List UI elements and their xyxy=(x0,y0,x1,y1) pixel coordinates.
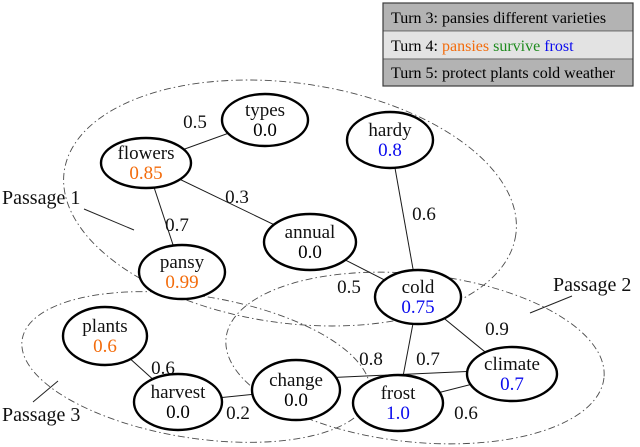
node-pansy: pansy 0.99 xyxy=(137,243,227,301)
edge-weight-annual-cold: 0.5 xyxy=(337,277,361,298)
node-flowers-ellipse xyxy=(99,136,193,190)
nodes: types 0.0 hardy 0.8 flowers 0.85 annual … xyxy=(61,92,559,433)
legend-turn5-segment: Turn 5: protect plants cold weather xyxy=(391,65,615,82)
legend-row-turn3-text: Turn 3: pansies different varieties xyxy=(391,10,606,27)
turns-legend: Turn 3: pansies different varieties Turn… xyxy=(382,2,634,87)
passage-2-label: Passage 2 xyxy=(553,274,631,296)
node-annual-term: annual xyxy=(285,222,336,243)
node-frost-ellipse xyxy=(351,373,445,433)
node-hardy: hardy 0.8 xyxy=(345,110,435,170)
node-hardy-score: 0.8 xyxy=(378,140,402,161)
node-annual-ellipse xyxy=(262,212,358,272)
legend-row-turn5-text: Turn 5: protect plants cold weather xyxy=(391,65,615,82)
node-change-term: change xyxy=(269,370,323,391)
node-cold-term: cold xyxy=(402,277,435,298)
legend-turn4-segment-pansies: pansies xyxy=(442,38,493,55)
node-pansy-score: 0.99 xyxy=(165,272,198,293)
passage-labels: Passage 1 Passage 2 Passage 3 xyxy=(2,187,631,426)
node-frost-score: 1.0 xyxy=(386,403,410,424)
node-change-ellipse xyxy=(250,358,342,422)
edge-weight-hardy-cold: 0.6 xyxy=(412,204,436,225)
node-pansy-term: pansy xyxy=(160,252,205,273)
passage-3-pointer-line xyxy=(32,380,59,403)
edge-weight-flowers-pansy: 0.7 xyxy=(165,215,189,236)
edge-weight-flowers-types: 0.5 xyxy=(183,112,207,133)
node-frost-term: frost xyxy=(381,383,417,404)
legend-turn3-segment: Turn 3: pansies different varieties xyxy=(391,10,606,27)
node-flowers: flowers 0.85 xyxy=(99,136,193,190)
node-plants-term: plants xyxy=(82,316,127,337)
edge-weight-labels: 0.5 0.3 0.7 0.6 0.5 0.9 0.7 0.8 0.6 0.6 … xyxy=(151,112,509,424)
legend-row-turn5-bg xyxy=(382,58,634,87)
legend-outer-border xyxy=(382,2,634,87)
node-cold: cold 0.75 xyxy=(373,268,463,326)
node-flowers-score: 0.85 xyxy=(129,163,162,184)
edge-weight-frost-climate: 0.6 xyxy=(454,403,478,424)
legend-turn4-segment-prefix: Turn 4: xyxy=(391,38,442,55)
node-hardy-term: hardy xyxy=(368,120,412,141)
node-cold-score: 0.75 xyxy=(401,297,434,318)
passage-1-pointer-line xyxy=(83,208,135,231)
passage-3-label: Passage 3 xyxy=(2,404,80,426)
node-change-score: 0.0 xyxy=(284,390,308,411)
legend-row-turn4-text: Turn 4: pansies survive frost xyxy=(391,38,574,55)
edge-weight-plants-harvest: 0.6 xyxy=(151,358,175,379)
node-climate-term: climate xyxy=(484,354,540,375)
node-types-term: types xyxy=(245,100,285,121)
node-types-ellipse xyxy=(220,92,310,148)
node-types: types 0.0 xyxy=(220,92,310,148)
edge-weight-cold-climate: 0.9 xyxy=(485,319,509,340)
legend-turn4-segment-frost: frost xyxy=(544,38,574,55)
node-plants-ellipse xyxy=(61,305,149,367)
node-annual: annual 0.0 xyxy=(262,212,358,272)
edge-weight-cold-frost: 0.7 xyxy=(416,349,440,370)
node-change: change 0.0 xyxy=(250,358,342,422)
node-cold-ellipse xyxy=(373,268,463,326)
node-flowers-term: flowers xyxy=(118,143,175,164)
node-hardy-ellipse xyxy=(345,110,435,170)
passage-1-boundary xyxy=(63,79,517,327)
node-climate-ellipse xyxy=(465,345,559,403)
passage-2-pointer-line xyxy=(529,295,573,314)
edge-weight-flowers-annual: 0.3 xyxy=(225,187,249,208)
edge-weight-harvest-change: 0.2 xyxy=(226,403,250,424)
node-harvest-term: harvest xyxy=(151,382,207,403)
node-harvest-score: 0.0 xyxy=(166,402,190,423)
node-harvest: harvest 0.0 xyxy=(132,372,224,432)
node-climate-score: 0.7 xyxy=(500,374,524,395)
node-plants-score: 0.6 xyxy=(93,336,117,357)
edge-weight-change-climate: 0.8 xyxy=(359,349,383,370)
node-climate: climate 0.7 xyxy=(465,345,559,403)
passage-1-label: Passage 1 xyxy=(2,187,80,209)
node-pansy-ellipse xyxy=(137,243,227,301)
legend-turn4-segment-survive: survive xyxy=(493,38,544,55)
node-types-score: 0.0 xyxy=(253,120,277,141)
node-frost: frost 1.0 xyxy=(351,373,445,433)
node-plants: plants 0.6 xyxy=(61,305,149,367)
node-annual-score: 0.0 xyxy=(298,242,322,263)
node-harvest-ellipse xyxy=(132,372,224,432)
legend-row-turn4-bg xyxy=(382,30,634,60)
